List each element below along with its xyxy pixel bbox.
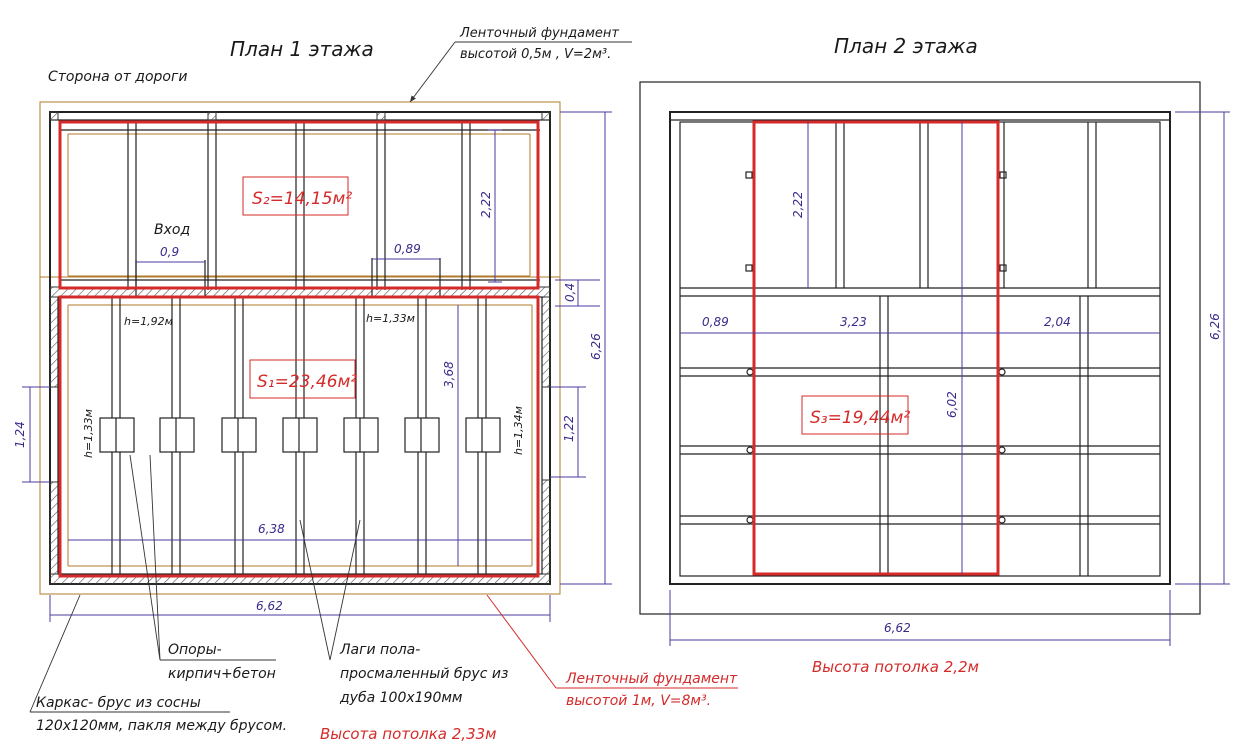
plan-2-outer-border [639,81,1201,615]
road-side-label: Сторона от дороги [48,69,187,85]
height-label-left-top: h=1,92м [124,315,173,328]
supports-note-line2: кирпич+бетон [168,666,276,682]
p2-dim-center-width: 3,23 [840,315,867,329]
p2-dim-upper-depth: 2,22 [791,191,805,218]
p2-dim-left-offset: 0,89 [702,315,729,329]
upper-studs [127,120,471,290]
area-s3-label: S₃=19,44м² [810,408,910,428]
frame-note-line2: 120х120мм, пакля между брусом. [36,718,287,734]
foundation-label-line2: высотой 0,5м , V=2м³. [460,47,611,62]
dim-upper-depth: 2,22 [479,191,493,218]
plan-1-dimensions [22,111,612,622]
room-s2-outline [58,120,540,290]
height-label-right-side: h=1,34м [512,406,525,455]
dim-opening-width: 0,89 [394,242,421,256]
frame-outline [49,111,551,585]
wall-hatch-right-top [541,296,551,388]
plan-2-title: План 2 этажа [834,34,978,58]
joists-note-line2: просмаленный брус из [340,666,508,682]
p2-dim-right-offset: 2,04 [1044,315,1071,329]
height-label-right-top: h=1,33м [366,312,415,325]
support-piers [99,417,501,453]
entrance-label: Вход [154,222,190,238]
wall-hatch-left-top [49,296,59,388]
plan-2-ceiling-height: Высота потолка 2,2м [812,658,979,676]
dim-entrance-width: 0,9 [160,245,179,259]
p2-dim-room-depth: 6,02 [945,391,959,418]
plan-1-ceiling-height: Высота потолка 2,33м [320,725,496,743]
dim-lower-depth: 3,68 [442,361,456,388]
plan-1: План 1 этажа Сторона от дороги [13,26,738,743]
p2-dim-overall-width: 6,62 [884,621,911,635]
height-label-left-side: h=1,33м [82,409,95,458]
dim-inner-width: 6,38 [258,522,285,536]
plan-1-title: План 1 этажа [230,37,374,61]
plan-2-frame [669,111,1171,585]
wall-hatch-right-bottom [541,479,551,575]
area-s2-box [242,176,349,216]
dim-right-wall: 1,22 [562,415,576,442]
area-s3-box [801,395,909,435]
wall-hatch-left-bottom [49,481,59,575]
foundation2-note-line1: Ленточный фундамент [565,671,738,687]
dim-strip-width: 0,4 [563,283,577,302]
entrance-opening [135,258,441,297]
dim-overall-depth: 6,26 [589,333,603,360]
foundation-outline [39,101,561,595]
dim-left-wall: 1,24 [13,421,27,448]
room-s1-outline [58,295,540,578]
frame-note-line1: Каркас- брус из сосны [36,695,201,711]
joists-note-line3: дуба 100х190мм [339,690,463,706]
p2-dim-overall-depth: 6,26 [1208,313,1222,340]
plan-2-dimensions [669,111,1230,646]
area-s1-box [249,359,356,399]
foundation2-note-line2: высотой 1м, V=8м³. [566,693,711,709]
foundation-label-line1: Ленточный фундамент [459,26,619,41]
supports-note-line1: Опоры- [168,642,222,658]
area-s2-label: S₂=14,15м² [252,189,352,209]
room-s3-outline [752,120,1000,576]
dim-overall-width: 6,62 [256,599,283,613]
plan-2: План 2 этажа [639,34,1230,676]
joists-note-line1: Лаги пола- [339,642,420,658]
area-s1-label: S₁=23,46м² [257,372,357,392]
